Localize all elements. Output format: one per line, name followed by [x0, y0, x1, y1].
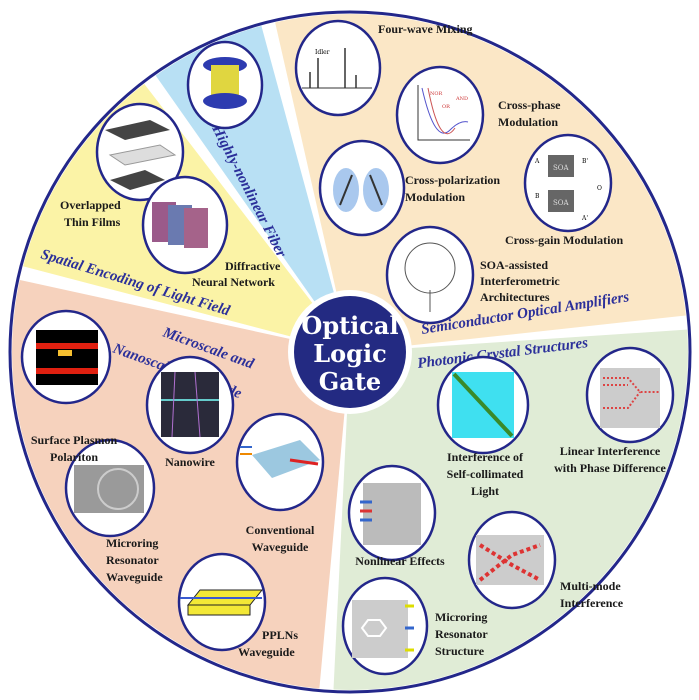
label-nonlinear-effects: Nonlinear Effects	[355, 554, 445, 568]
label-four-wave-mixing: Four-wave Mixing	[378, 22, 473, 36]
label-self-collimated-3: Light	[471, 484, 499, 498]
label-spp-2: Polariton	[50, 450, 98, 464]
label-microring-structure-1: Microring	[435, 610, 487, 624]
label-cross-polarization-1: Cross-polarization	[405, 173, 500, 187]
label-dnn-1: Diffractive	[225, 259, 281, 273]
label-conventional-1: Conventional	[246, 523, 315, 537]
fiber-spool-figure	[186, 40, 264, 130]
idler-label: Idler	[315, 49, 330, 56]
label-microring-waveguide-1: Microring	[106, 536, 158, 550]
linear-interference-figure	[585, 346, 675, 444]
microring-waveguide-figure	[64, 438, 156, 538]
microring-structure-figure	[341, 576, 429, 676]
dnn-figure	[141, 175, 229, 275]
label-linear-interference-2: with Phase Difference	[554, 461, 666, 475]
xpm-figure: NOR OR AND	[395, 65, 485, 165]
or-label: OR	[442, 104, 450, 110]
nor-label: NOR	[430, 91, 442, 97]
ppln-figure	[177, 552, 267, 652]
label-nanowire: Nanowire	[165, 455, 215, 469]
soa-interferometer-figure	[385, 225, 475, 325]
label-conventional-2: Waveguide	[252, 540, 309, 554]
label-ppln-2: Waveguide	[238, 645, 295, 659]
label-microring-structure-2: Resonator	[435, 627, 488, 641]
sector-soa	[270, 14, 688, 352]
label-soa-assisted-3: Architectures	[480, 290, 550, 304]
label-multimode-1: Multi-mode	[560, 579, 621, 593]
port-b: B	[535, 193, 540, 200]
label-microring-structure-3: Structure	[435, 644, 485, 658]
label-microring-waveguide-2: Resonator	[106, 553, 159, 567]
center-title-3: Gate	[319, 367, 381, 396]
nanowire-figure	[145, 355, 235, 455]
port-a-prime: A'	[581, 215, 588, 222]
port-a: A	[534, 158, 540, 165]
nonlinear-effects-figure	[347, 464, 437, 562]
xpolm-figure	[318, 139, 406, 237]
label-cross-phase-1: Cross-phase	[498, 98, 561, 112]
and-label: AND	[455, 96, 468, 102]
center-circle	[294, 296, 406, 408]
label-thin-films-1: Overlapped	[60, 198, 121, 212]
label-cross-gain: Cross-gain Modulation	[505, 233, 623, 247]
conventional-waveguide-figure	[235, 412, 325, 512]
center-title-2: Logic	[313, 339, 386, 368]
label-soa-assisted-1: SOA-assisted	[480, 258, 548, 272]
spp-figure	[20, 309, 112, 405]
multimode-interference-figure	[467, 510, 557, 610]
port-o: O	[597, 185, 602, 192]
soa-box-label: SOA	[553, 164, 570, 172]
port-b-prime: B'	[582, 158, 588, 165]
xgm-figure: SOA SOA A B B' A' O	[523, 133, 613, 233]
label-thin-films-2: Thin Films	[64, 215, 121, 229]
outer-ring	[8, 10, 692, 694]
fwm-figure: Idler	[294, 19, 382, 117]
label-microring-waveguide-3: Waveguide	[106, 570, 163, 584]
thin-films-figure	[95, 102, 185, 202]
item-labels: Four-wave Mixing Cross-phase Modulation …	[31, 22, 667, 659]
label-spp-1: Surface Plasmon	[31, 433, 118, 447]
self-collimated-figure	[436, 355, 530, 455]
label-linear-interference-1: Linear Interference	[560, 444, 661, 458]
label-self-collimated-1: Interference of	[447, 450, 524, 464]
label-dnn-2: Neural Network	[192, 275, 275, 289]
label-cross-phase-2: Modulation	[498, 115, 558, 129]
label-ppln-1: PPLNs	[262, 628, 298, 642]
label-cross-polarization-2: Modulation	[405, 190, 465, 204]
label-multimode-2: Interference	[560, 596, 624, 610]
label-self-collimated-2: Self-collimated	[447, 467, 524, 481]
label-soa-assisted-2: Interferometric	[480, 274, 560, 288]
center-title-1: Optical	[301, 311, 398, 340]
soa-box-label: SOA	[553, 199, 570, 207]
